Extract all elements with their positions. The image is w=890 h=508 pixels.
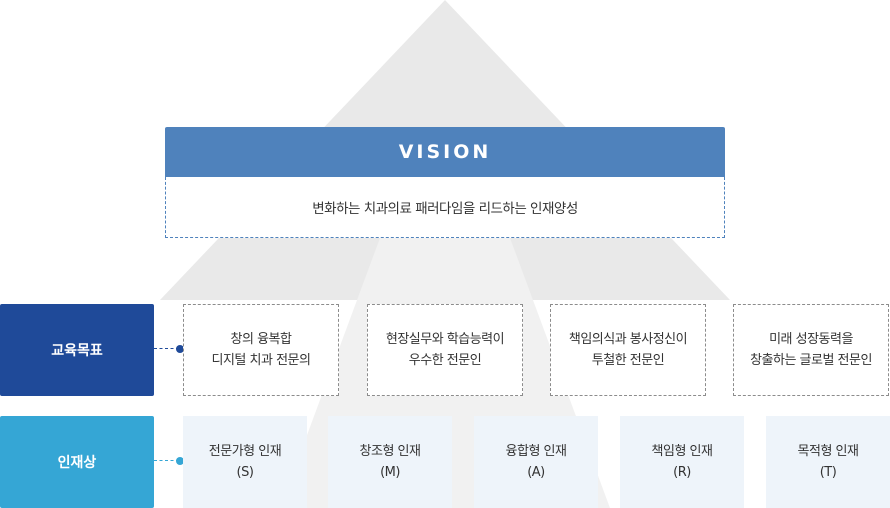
goal-card-4: 미래 성장동력을 창출하는 글로벌 전문인 [733, 304, 889, 396]
goal-card-3: 책임의식과 봉사정신이 투철한 전문인 [550, 304, 706, 396]
goal-card-1: 창의 융복합 디지털 치과 전문의 [183, 304, 339, 396]
education-goals-label: 교육목표 [0, 304, 154, 396]
talent-card-5: 목적형 인재 (T) [766, 416, 890, 508]
talent-types-connector [154, 456, 184, 466]
talent-code: (M) [380, 465, 400, 480]
talent-name: 책임형 인재 [651, 444, 713, 459]
vision-box: VISION 변화하는 치과의료 패러다임을 리드하는 인재양성 [165, 127, 725, 238]
talent-card-1: 전문가형 인재 (S) [183, 416, 307, 508]
connector-dot-icon [176, 457, 184, 465]
connector-dot-icon [176, 345, 184, 353]
talent-types-label: 인재상 [0, 416, 154, 508]
talent-name: 융합형 인재 [505, 444, 567, 459]
talent-code: (T) [819, 465, 837, 480]
vision-title: VISION [165, 127, 725, 177]
goal-card-line1: 책임의식과 봉사정신이 [568, 332, 688, 347]
talent-name: 창조형 인재 [359, 444, 421, 459]
goal-card-line2: 창출하는 글로벌 전문인 [750, 353, 872, 368]
goal-card-2: 현장실무와 학습능력이 우수한 전문인 [367, 304, 523, 396]
goal-card-line1: 미래 성장동력을 [769, 332, 853, 347]
goal-card-line1: 현장실무와 학습능력이 [385, 332, 505, 347]
vision-statement: 변화하는 치과의료 패러다임을 리드하는 인재양성 [165, 177, 725, 238]
goal-card-line1: 창의 융복합 [230, 332, 292, 347]
talent-card-3: 융합형 인재 (A) [474, 416, 598, 508]
talent-card-2: 창조형 인재 (M) [328, 416, 452, 508]
talent-name: 목적형 인재 [797, 444, 859, 459]
talent-card-4: 책임형 인재 (R) [620, 416, 744, 508]
talent-code: (R) [673, 465, 691, 480]
goal-card-line2: 우수한 전문인 [408, 353, 482, 368]
talent-code: (A) [527, 465, 545, 480]
talent-code: (S) [236, 465, 254, 480]
education-goals-connector [154, 344, 184, 354]
goal-card-line2: 투철한 전문인 [591, 353, 665, 368]
talent-name: 전문가형 인재 [208, 444, 282, 459]
goal-card-line2: 디지털 치과 전문의 [211, 353, 311, 368]
